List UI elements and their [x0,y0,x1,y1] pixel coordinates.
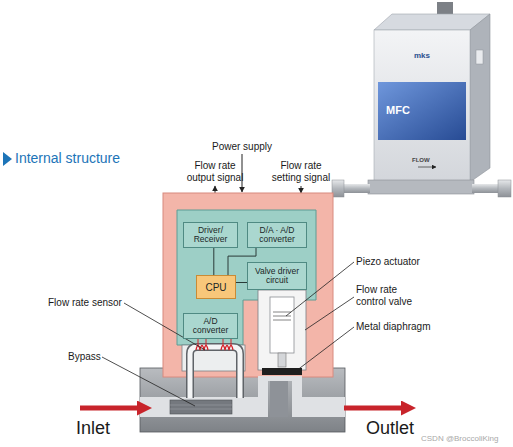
outlet-channel [300,397,345,417]
outlet-arrow [344,406,410,411]
ad-converter-box: A/D converter [183,313,238,339]
piezo-layer [273,312,291,313]
inlet-channel [140,397,258,417]
box-label: D/A · A/D converter [251,226,303,245]
diagram-title: Internal structure [15,150,120,166]
signal-name: Flow rate output signal [182,160,248,184]
part-name: Flow rate sensor [48,297,148,309]
valve-inlet-port [258,378,268,417]
sensor-wire [198,339,199,345]
watermark: CSDN @BroccoliKing [421,434,513,444]
sensor-wire [223,339,224,345]
valve-driver-box: Valve driver circuit [247,262,307,290]
box-label: Driver/ Receiver [187,226,234,245]
sensor-tube-outline [190,347,240,398]
brand-logo: mks [414,51,454,61]
sensor-tube [190,347,240,398]
box-label: Valve driver circuit [251,267,303,286]
inlet-arrow [80,406,146,411]
port-name: Inlet [76,418,146,440]
product-label: MFC [386,104,426,117]
heater-coil [221,346,233,351]
sensor-wire [206,339,207,345]
bypass-element [170,400,232,414]
piezo-stack [270,297,294,353]
flow-mark: FLOW [412,157,442,164]
flow-direction-mark [418,167,436,168]
device-window [476,50,483,64]
sensor-wire [231,339,232,345]
connector-plug [437,2,453,14]
device-side [470,14,490,182]
signal-name: Flow rate setting signal [268,160,334,184]
leader-line [296,327,354,371]
box-label: A/D converter [187,317,234,336]
signal-wire [236,282,247,283]
setting-signal-arrow [301,186,302,193]
metal-diaphragm [262,368,302,375]
converter-box: D/A · A/D converter [247,222,307,248]
piezo-layer [273,320,291,321]
piezo-layer [273,316,291,317]
inlet-nut [332,180,344,197]
output-signal-arrow [215,186,216,193]
valve-chamber [258,376,302,381]
actuator-housing [258,290,306,370]
part-name: Flow rate control valve [356,284,418,308]
cpu-box: CPU [196,275,236,299]
outlet-fitting [472,184,500,193]
device-base [368,180,474,194]
bypass-line [170,405,232,406]
box-label: CPU [200,282,232,293]
signal-wire [213,248,214,275]
part-name: Metal diaphragm [356,321,466,333]
device-front [374,30,470,182]
device-label-panel [378,82,466,140]
part-name: Piezo actuator [356,256,466,268]
inlet-fitting [342,184,370,193]
part-name: Bypass [68,351,128,363]
driver-receiver-box: Driver/ Receiver [183,222,238,248]
leader-line [102,357,195,406]
signal-name: Power supply [205,141,279,153]
leader-line [305,297,354,330]
bypass-line [170,409,232,410]
outlet-nut [498,180,511,197]
valve-seat [270,381,288,417]
plunger [278,353,286,367]
heading-triangle [3,152,12,166]
valve-outlet-port [292,378,302,417]
